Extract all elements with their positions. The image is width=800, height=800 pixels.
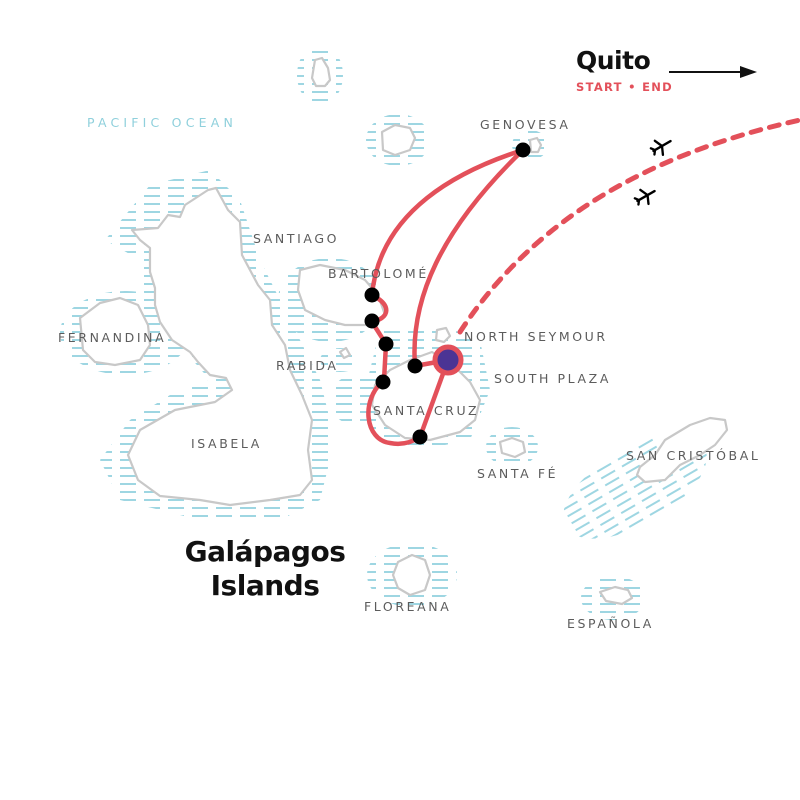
island-label-espanola: ESPAÑOLA — [567, 616, 654, 631]
island-label-rabida: RABIDA — [276, 358, 339, 373]
route-stops — [364, 142, 531, 445]
hub-marker — [432, 344, 464, 376]
stop-santa-cruz-north — [407, 358, 423, 374]
island-isabela — [126, 186, 314, 507]
map-title: Galápagos Islands — [180, 535, 350, 603]
map-title-line1: Galápagos — [184, 535, 346, 568]
island-coastlines — [78, 56, 729, 606]
island-north-seymour — [434, 326, 452, 344]
island-label-south-plaza: SOUTH PLAZA — [494, 371, 611, 386]
stop-santa-cruz-south — [412, 429, 428, 445]
island-genovesa — [528, 136, 543, 154]
island-label-santa-fe: SANTA FÉ — [477, 466, 559, 481]
island-espanola — [598, 585, 634, 606]
island-unnamed-north — [310, 56, 332, 88]
origin-subtitle: START • END — [576, 80, 674, 94]
airplane-icon — [649, 139, 672, 156]
island-label-bartolome: BARTOLOMÉ — [328, 266, 429, 281]
island-label-north-seymour: NORTH SEYMOUR — [464, 329, 608, 344]
island-unnamed-marchena — [380, 123, 417, 157]
island-label-santa-cruz: SANTA CRUZ — [373, 403, 480, 418]
stop-bartolome-2 — [364, 313, 380, 329]
island-label-san-cristobal: SAN CRISTÓBAL — [626, 448, 761, 463]
island-label-floreana: FLOREANA — [364, 599, 452, 614]
map-title-line2: Islands — [210, 569, 320, 602]
stop-santa-cruz-west — [375, 374, 391, 390]
ocean-label: PACIFIC OCEAN — [87, 115, 238, 130]
flight-path — [457, 117, 800, 335]
origin-city: Quito — [576, 46, 651, 75]
island-san-cristobal — [635, 416, 729, 484]
island-fernandina — [78, 296, 152, 367]
stop-santiago — [378, 336, 394, 352]
island-label-santiago: SANTIAGO — [253, 231, 340, 246]
island-floreana — [391, 553, 432, 597]
stop-bartolome-1 — [364, 287, 380, 303]
stop-genovesa — [515, 142, 531, 158]
island-label-fernandina: FERNANDINA — [58, 330, 167, 345]
cruise-route — [366, 147, 526, 446]
arrow-right-icon — [669, 66, 757, 78]
island-label-genovesa: GENOVESA — [480, 117, 571, 132]
island-santa-fe — [498, 436, 527, 459]
airplane-icon — [633, 188, 656, 206]
island-rabida — [338, 346, 352, 360]
island-label-isabela: ISABELA — [191, 436, 262, 451]
